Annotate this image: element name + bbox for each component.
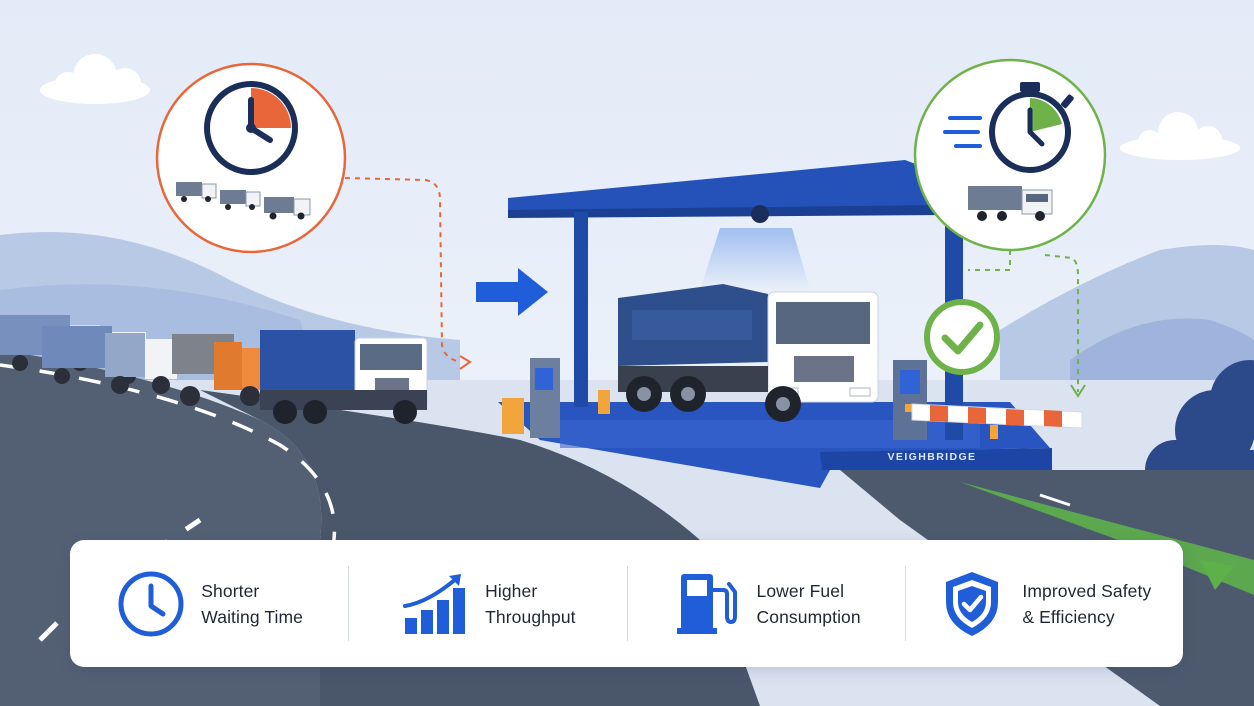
- weighbridge-label: VEIGHBRIDGE: [887, 451, 977, 463]
- benefit-line-1: Improved Safety: [1022, 580, 1152, 601]
- cloud-right: [1120, 112, 1240, 160]
- connector-slow-arrowhead: [459, 355, 472, 370]
- connector-fast-arrowhead: [1070, 384, 1086, 398]
- benefit-line-1: Lower Fuel: [756, 580, 845, 601]
- exit-barrier: [893, 360, 1083, 440]
- clock-slow-icon: [204, 81, 298, 175]
- callout-long-wait: [155, 62, 347, 254]
- weighbridge-canopy: [508, 160, 963, 440]
- connector-fast-b: [1044, 254, 1079, 392]
- approved-check-icon: [924, 299, 1000, 375]
- exit-arrow-icon: [1200, 560, 1234, 590]
- benefit-line-2: Consumption: [756, 606, 861, 627]
- benefit-safety: Improved Safety & Efficiency: [904, 540, 1183, 667]
- connector-fast-a: [968, 250, 1011, 271]
- benefit-line-1: Higher: [485, 580, 538, 601]
- truck-queue: [0, 315, 428, 424]
- benefit-throughput: Higher Throughput: [348, 540, 626, 667]
- benefits-panel: Shorter Waiting Time Higher Throughput: [70, 540, 1183, 667]
- entry-kiosk: [502, 358, 610, 438]
- weighbridge-plate: [820, 448, 1052, 470]
- bar-chart-trend-icon: [403, 573, 466, 634]
- stopwatch-icon: [943, 82, 1074, 173]
- callout-fast: [913, 58, 1107, 252]
- queued-trucks-icon: [176, 182, 311, 220]
- clock-icon: [118, 571, 184, 636]
- benefit-waiting-time: Shorter Waiting Time: [70, 540, 348, 667]
- benefit-line-2: Waiting Time: [201, 606, 303, 627]
- benefit-fuel: Lower Fuel Consumption: [626, 540, 905, 667]
- fuel-pump-icon: [676, 573, 737, 634]
- single-truck-icon: [968, 186, 1053, 221]
- lane-markings: [0, 363, 337, 561]
- direction-arrow-icon: [476, 268, 548, 316]
- shield-check-icon: [946, 571, 999, 636]
- benefit-line-2: Throughput: [485, 606, 576, 627]
- benefit-line-2: & Efficiency: [1022, 606, 1115, 627]
- camera-icon: [751, 205, 769, 223]
- scan-beam: [700, 228, 810, 290]
- truck-on-scale: [618, 284, 879, 422]
- cloud-left: [40, 54, 150, 104]
- exit-chevron: [1039, 493, 1071, 507]
- benefit-line-1: Shorter: [201, 580, 260, 601]
